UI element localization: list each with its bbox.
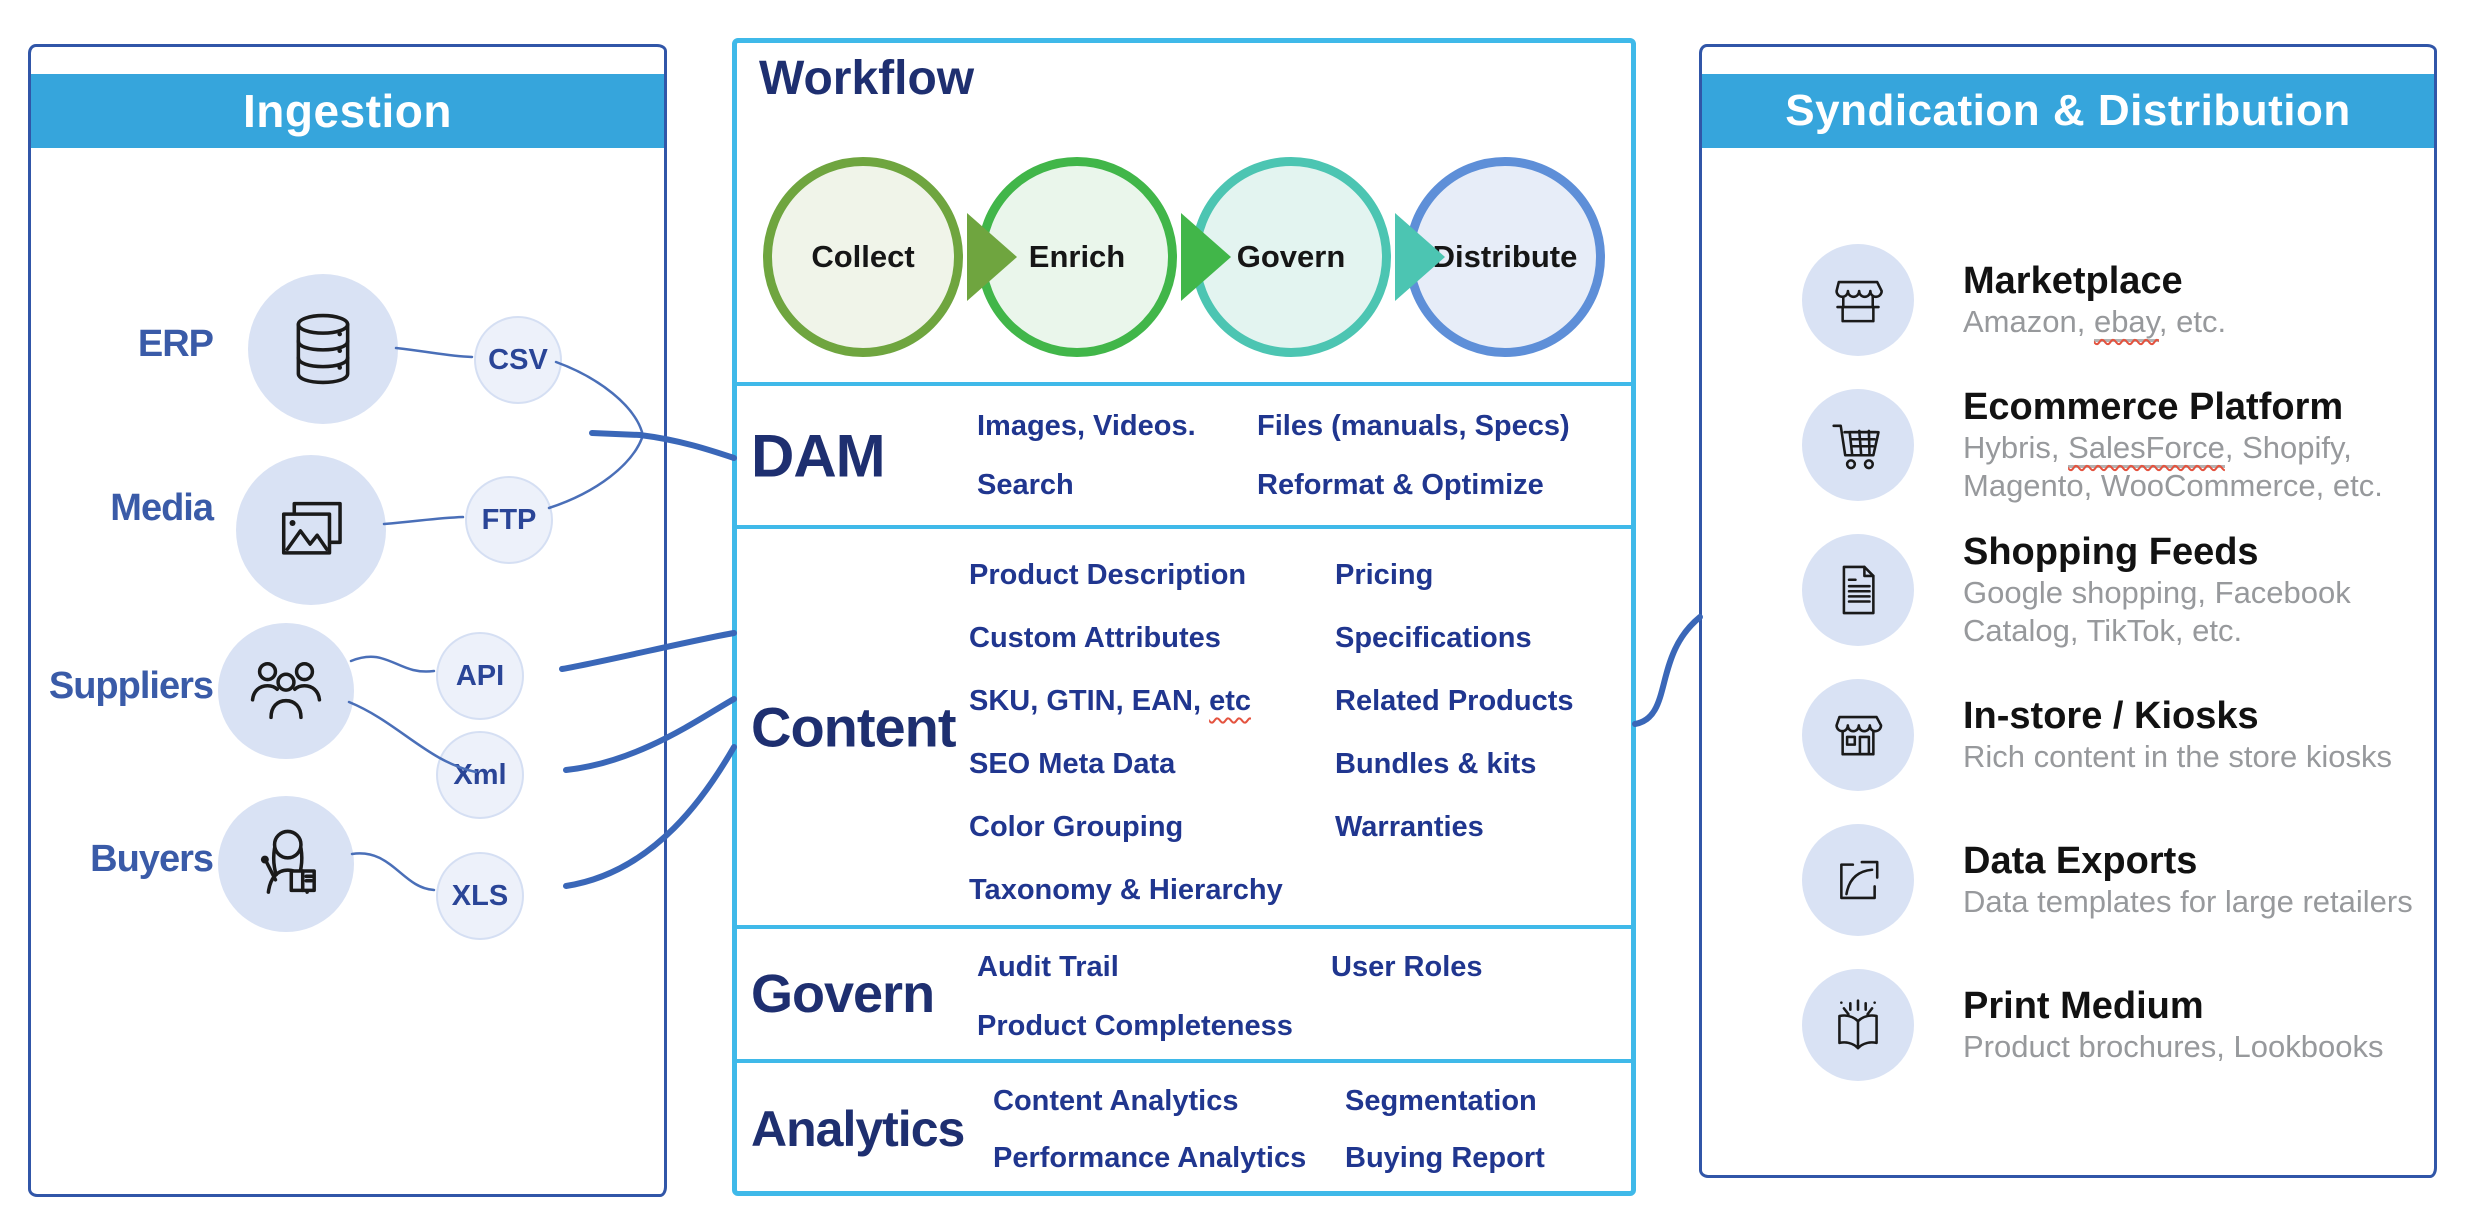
dam-title: DAM [751,422,886,489]
syndication-item-title: Ecommerce Platform [1963,385,2344,428]
content-title: Content [751,695,957,759]
syndication-item-title: In-store / Kiosks [1963,694,2259,737]
document-icon [1802,533,1914,646]
stage-arrow-icon [1181,213,1231,301]
syndication-item-subtitle: Data templates for large retailers [1963,883,2413,919]
workflow-section: Workflow Collect Enrich Govern Distribute [737,43,1631,382]
workflow-title: Workflow [759,52,975,105]
stage-label: Govern [1236,239,1346,274]
images-icon [281,501,342,555]
syndication-item-subtitle: Product brochures, Lookbooks [1963,1028,2384,1064]
erp-circle [248,274,398,424]
source-label-media: Media [110,487,214,529]
section-item: Product Completeness [977,1010,1293,1042]
stage-circle: Collect [763,157,963,357]
buyers-circle [218,796,354,932]
source-label-buyers: Buyers [90,838,214,880]
workflow-stages: Collect Enrich Govern Distribute [737,157,1631,371]
syndication-item-subtitle: Google shopping, Facebook Catalog, TikTo… [1963,574,2351,648]
section-item: SEO Meta Data [969,748,1176,780]
export-icon [1802,823,1914,936]
section-item: Search [977,469,1074,501]
section-item: User Roles [1331,951,1483,983]
syndication-header: Syndication & Distribution [1702,74,2434,148]
database-icon [296,313,350,385]
format-chip-xml: Xml [436,731,524,819]
section-item: Files (manuals, Specs) [1257,410,1570,442]
govern-title: Govern [751,964,935,1024]
syndication-item-title: Marketplace [1963,259,2183,302]
section-item: SKU, GTIN, EAN, etc [969,685,1251,717]
market-stall-icon [1802,243,1914,356]
syndication-item-title: Print Medium [1963,984,2204,1027]
format-chip-xls: XLS [436,852,524,940]
stage-label: Collect [811,239,915,274]
stage-arrow-icon [1395,213,1445,301]
syndication-item-title: Data Exports [1963,839,2198,882]
storefront-icon [1802,678,1914,791]
section-item: Buying Report [1345,1142,1545,1174]
section-item: Specifications [1335,622,1532,654]
format-chip-csv: CSV [474,316,562,404]
syndication-item-title: Shopping Feeds [1963,530,2259,573]
syndication-item-subtitle: Rich content in the store kiosks [1963,738,2393,774]
section-item: Content Analytics [993,1085,1239,1117]
format-chip-api: API [436,632,524,720]
section-item: Reformat & Optimize [1257,469,1544,501]
analytics-title: Analytics [751,1101,965,1157]
section-item: Custom Attributes [969,622,1221,654]
syndication-item-subtitle: Amazon, ebay, etc. [1963,303,2423,342]
source-label-suppliers: Suppliers [48,665,214,707]
stage-label: Enrich [1028,239,1126,274]
media-circle [236,455,386,605]
stage-label: Distribute [1432,239,1578,274]
section-item: Segmentation [1345,1085,1537,1117]
section-item: Bundles & kits [1335,748,1537,780]
section-item: Audit Trail [977,951,1119,983]
workflow-stage-collect: Collect [763,157,1017,357]
open-book-icon [1802,968,1914,1081]
section-item: Color Grouping [969,811,1184,843]
section-item: Warranties [1335,811,1484,843]
suppliers-icon [250,661,322,720]
stage-arrow-icon [967,213,1017,301]
source-label-erp: ERP [137,323,214,365]
section-item: Images, Videos. [977,410,1196,442]
section-item: Related Products [1335,685,1574,717]
section-item: Performance Analytics [993,1142,1307,1174]
buyer-icon [260,829,316,894]
format-chip-ftp: FTP [465,476,553,564]
syndication-item-subtitle: Hybris, SalesForce, Shopify, Magento, Wo… [1963,429,2383,503]
ingestion-panel: Ingestion ERP Media [28,44,667,1197]
ingestion-header: Ingestion [31,74,664,148]
section-item: Taxonomy & Hierarchy [969,874,1283,906]
section-item: Pricing [1335,559,1434,591]
shopping-cart-icon [1802,388,1914,501]
section-item: Product Description [969,559,1247,591]
dam-section: DAM Images, Videos. Files (manuals, Specs… [737,382,1631,525]
suppliers-circle [218,623,354,759]
connector-workflow-syndication [1632,614,1703,727]
